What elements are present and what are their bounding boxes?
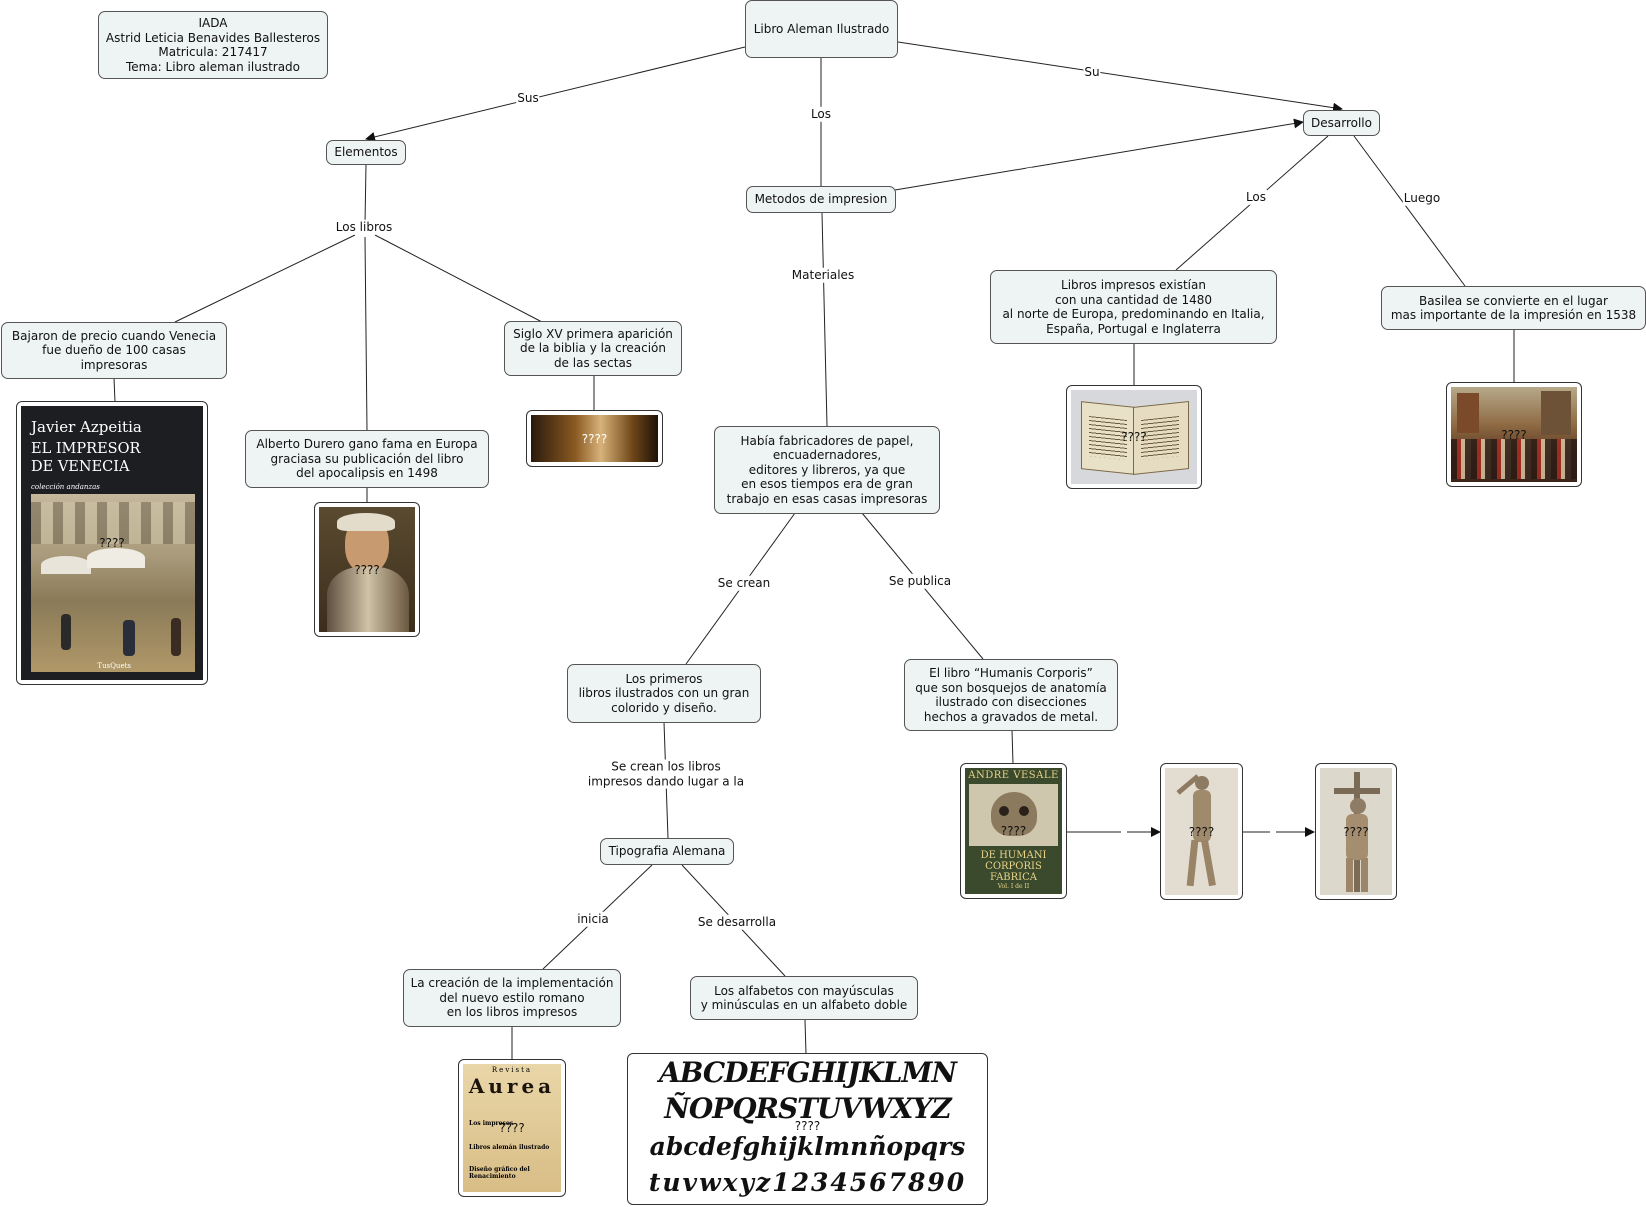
image-placeholder: ???? — [794, 1119, 821, 1134]
link-label-sus: Sus — [516, 90, 540, 106]
aurea-line-2: Libros alemán ilustrado — [469, 1144, 550, 1151]
edge-desarrollo-basilea — [1353, 135, 1466, 287]
cover-publisher: TusQuets — [97, 662, 131, 670]
edge-libros-alberto — [364, 236, 368, 431]
node-alberto-durero[interactable]: Alberto Durero gano fama en Europa graci… — [245, 430, 489, 488]
info-box[interactable]: IADA Astrid Leticia Benavides Ballestero… — [98, 11, 328, 79]
cover-title: EL IMPRESOR DE VENECIA — [31, 441, 141, 475]
edge-alfabetos-img — [804, 1019, 807, 1055]
edge-libros-bajaron — [174, 234, 356, 323]
image-placeholder: ???? — [99, 536, 125, 550]
link-label-los-metodos: Los — [809, 106, 833, 122]
node-libros-impresos[interactable]: Libros impresos existían con una cantida… — [990, 270, 1277, 344]
node-basilea[interactable]: Basilea se convierte en el lugar mas imp… — [1381, 286, 1646, 330]
vesale-top: ANDRE VESALE — [968, 770, 1059, 781]
link-label-se-crean-libros: Se crean los libros impresos dando lugar… — [586, 759, 746, 789]
link-label-se-publica: Se publica — [887, 573, 953, 589]
edge-humanis-img — [1011, 729, 1014, 765]
node-alfabetos[interactable]: Los alfabetos con mayúsculas y minúscula… — [690, 976, 918, 1020]
link-label-su: Su — [1083, 64, 1101, 80]
vesale-sub: Vol. I de II — [997, 883, 1030, 890]
image-libro-impreso-abierto[interactable]: ???? — [1066, 385, 1202, 489]
image-placeholder: ???? — [1343, 824, 1369, 839]
aurea-top: Revista — [491, 1066, 533, 1074]
node-elementos[interactable]: Elementos — [326, 140, 406, 165]
image-alfabeto-gotico[interactable]: ABCDEFGHIJKLMN ÑOPQRSTUVWXYZ abcdefghijk… — [627, 1053, 988, 1205]
image-placeholder: ???? — [499, 1121, 525, 1135]
cover-author: Javier Azpeitia — [31, 418, 142, 436]
node-bajaron-de-precio[interactable]: Bajaron de precio cuando Venecia fue due… — [1, 322, 227, 379]
node-tipografia-alemana[interactable]: Tipografia Alemana — [600, 838, 734, 865]
link-label-se-desarrolla: Se desarrolla — [696, 914, 778, 930]
link-label-materiales: Materiales — [790, 267, 856, 283]
edge-elementos-libros — [364, 163, 367, 225]
cover-series: colección andanzas — [31, 483, 100, 491]
node-humanis-corporis[interactable]: El libro “Humanis Corporis” que son bosq… — [904, 659, 1118, 731]
image-placeholder: ???? — [354, 562, 380, 577]
image-placeholder: ???? — [1501, 427, 1527, 442]
edge-root-desarrollo — [897, 41, 1343, 113]
image-impresor-de-venecia[interactable]: Javier Azpeitia EL IMPRESOR DE VENECIA c… — [16, 401, 208, 685]
edge-libros-siglo — [374, 234, 543, 323]
aurea-line-1: Los impresos — [469, 1120, 514, 1127]
node-habia-fabricadores[interactable]: Había fabricadores de papel, encuadernad… — [714, 426, 940, 514]
link-label-se-crean: Se crean — [716, 575, 772, 591]
gothic-row-1: ABCDEFGHIJKLMN — [658, 1056, 957, 1089]
image-alberto-durero-portrait[interactable]: ???? — [314, 502, 420, 637]
gothic-row-3: abcdefghijklmnñopqrs — [649, 1132, 966, 1161]
gothic-row-4: tuvwxyz1234567890 — [648, 1168, 967, 1197]
aurea-line-3: Diseño gráfico del Renacimiento — [469, 1166, 530, 1180]
vesale-title: DE HUMANI CORPORIS FABRICA — [980, 850, 1047, 883]
image-anatomia-grabado-2[interactable]: ???? — [1315, 763, 1397, 900]
image-anatomia-grabado-1[interactable]: ???? — [1160, 763, 1243, 900]
image-basilea-escena[interactable]: ???? — [1446, 382, 1582, 487]
node-los-primeros-libros[interactable]: Los primeros libros ilustrados con un gr… — [567, 664, 761, 723]
image-andre-vesale-fabrica[interactable]: ANDRE VESALE DE HUMANI CORPORIS FABRICA … — [960, 763, 1067, 899]
node-siglo-xv[interactable]: Siglo XV primera aparición de la biblia … — [504, 321, 682, 376]
image-placeholder: ???? — [1000, 824, 1027, 838]
link-label-los-impresos: Los — [1244, 189, 1268, 205]
node-desarrollo[interactable]: Desarrollo — [1303, 110, 1380, 136]
link-label-luego: Luego — [1402, 190, 1442, 206]
image-revista-aurea[interactable]: Revista Aurea Los impresos Libros alemán… — [458, 1059, 566, 1197]
edge-root-elementos — [365, 46, 746, 142]
node-metodos-de-impresion[interactable]: Metodos de impresion — [746, 186, 896, 213]
image-placeholder: ???? — [1188, 824, 1215, 839]
image-placeholder: ???? — [1121, 430, 1147, 444]
link-label-los-libros: Los libros — [334, 219, 394, 235]
node-creacion-estilo-romano[interactable]: La creación de la implementación del nue… — [403, 969, 621, 1027]
node-libro-aleman-ilustrado[interactable]: Libro Aleman Ilustrado — [745, 0, 898, 58]
aurea-title: Aurea — [468, 1074, 556, 1098]
link-label-inicia: inicia — [576, 911, 610, 927]
edge-metodos-desarrollo — [894, 118, 1304, 191]
image-placeholder: ???? — [581, 431, 608, 446]
edge-metodos-habia — [821, 212, 828, 427]
image-biblia-antigua[interactable]: ???? — [526, 410, 663, 467]
edge-bajaron-img — [113, 377, 116, 403]
